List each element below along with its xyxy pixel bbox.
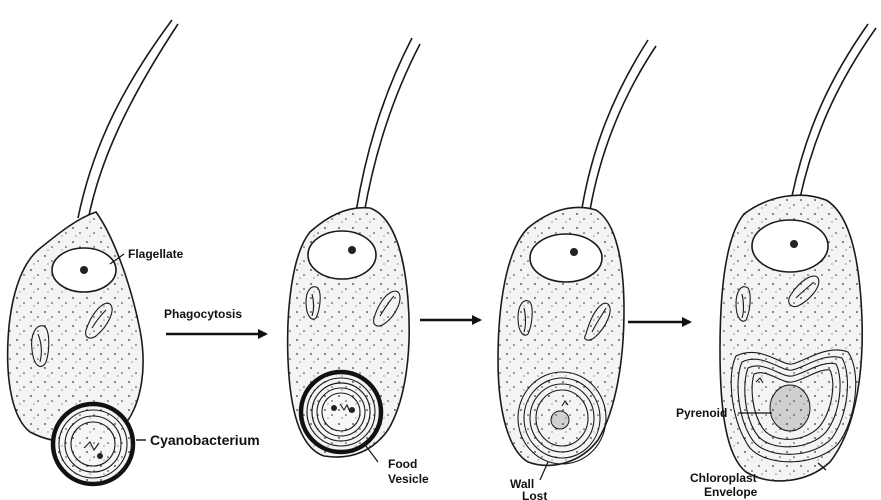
label-food-vesicle-line1: Food <box>388 457 417 471</box>
flagellum-4 <box>792 24 868 196</box>
nucleolus-4 <box>790 240 798 248</box>
label-food-vesicle-line2: Vesicle <box>388 472 429 486</box>
flagellum-2 <box>356 38 412 212</box>
label-pyrenoid: Pyrenoid <box>676 406 727 420</box>
label-cyanobacterium: Cyanobacterium <box>150 432 260 448</box>
label-chloroplast-envelope-line1: Chloroplast <box>690 471 757 485</box>
label-phagocytosis: Phagocytosis <box>164 307 242 321</box>
nucleus-3 <box>530 234 602 282</box>
flagellum-2-inner <box>364 44 420 214</box>
nucleolus-1 <box>80 266 88 274</box>
flagellum-1-inner <box>88 24 178 220</box>
label-flagellate: Flagellate <box>128 247 184 261</box>
stage-4-chloroplast <box>720 24 876 481</box>
label-wall-lost-line2: Lost <box>522 489 547 500</box>
nucleolus-3 <box>570 248 578 256</box>
nucleolus-2 <box>348 246 356 254</box>
flagellum-4-inner <box>800 28 876 198</box>
flagellum-1 <box>78 20 172 218</box>
food-vesicle-leader <box>366 446 378 462</box>
stage-2-ingestion <box>288 38 420 462</box>
flagellum-3-inner <box>590 46 656 210</box>
food-vesicle <box>301 372 381 452</box>
stage-3-wall-lost <box>498 40 656 480</box>
cyanobacterium-1 <box>53 404 133 484</box>
nucleus-2 <box>308 231 376 279</box>
label-chloroplast-envelope-line2: Envelope <box>704 485 758 499</box>
nucleus-4 <box>752 220 828 272</box>
